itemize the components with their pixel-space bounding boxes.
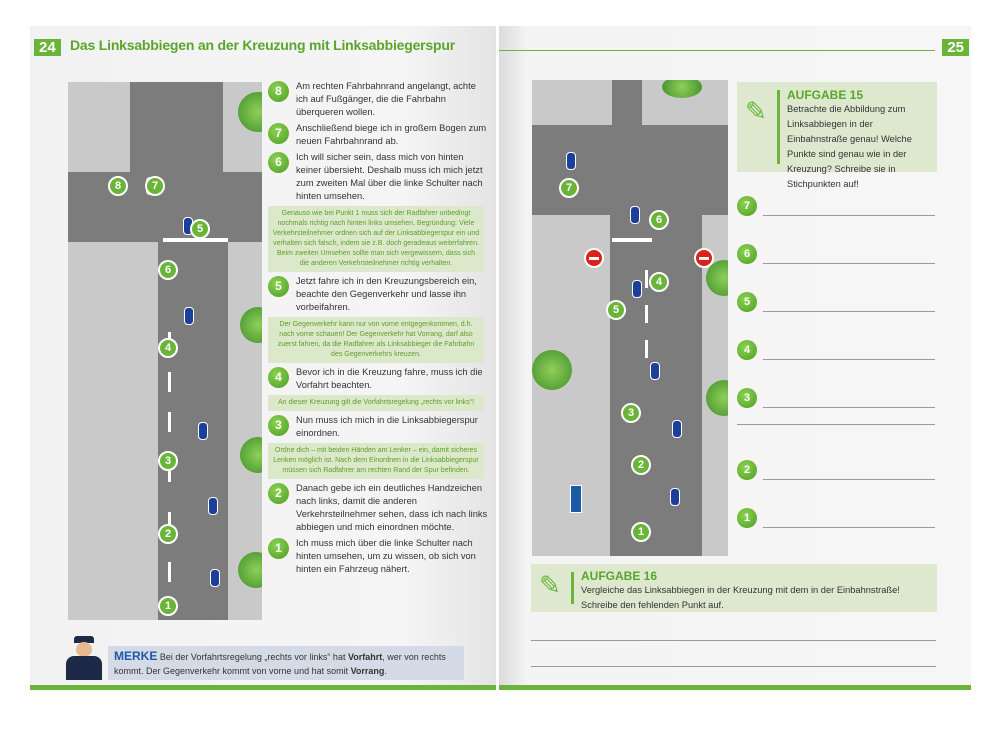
diagram-marker: 1 [158,596,178,616]
page-number: 25 [942,39,969,56]
answer-line[interactable] [531,666,936,667]
right-page: 25 7 6 4 5 3 2 1 ✎ AUFGABE 15 [499,26,971,690]
one-way-sign-icon [570,485,582,513]
sidewalk [68,82,130,172]
diagram-marker: 7 [145,176,165,196]
note-box: An dieser Kreuzung gilt die Vorfahrtsreg… [268,395,484,411]
note-box: Genauso wie bei Punkt 1 muss sich der Ra… [268,206,484,272]
answer-row[interactable]: 6 [737,244,935,264]
task-15-box: ✎ AUFGABE 15 Betrachte die Abbildung zum… [737,82,937,189]
left-page: 24 Das Linksabbiegen an der Kreuzung mit… [30,26,496,690]
answer-row[interactable]: 1 [737,508,935,528]
diagram-marker: 5 [606,300,626,320]
page-number: 24 [34,39,61,56]
diagram-marker: 6 [158,260,178,280]
note-box: Ordne dich – mit beiden Händen am Lenker… [268,443,484,479]
diagram-marker: 5 [190,219,210,239]
no-entry-sign-icon [694,248,714,268]
pencil-icon: ✎ [745,96,767,126]
diagram-marker: 3 [158,451,178,471]
diagram-marker: 2 [631,455,651,475]
answer-line[interactable] [531,640,936,641]
diagram-marker: 8 [108,176,128,196]
one-way-street-diagram: 7 6 4 5 3 2 1 [532,80,728,556]
diagram-marker: 6 [649,210,669,230]
page-bottom-bar [30,685,496,690]
sidewalk [68,242,158,620]
diagram-marker: 7 [559,178,579,198]
merke-box: MERKE Bei der Vorfahrtsregelung „rechts … [108,646,464,680]
note-box: Der Gegenverkehr kann nur von vorne entg… [268,317,484,363]
pencil-icon: ✎ [539,570,561,600]
intersection-diagram: 8 7 5 6 4 3 2 1 [68,82,262,620]
diagram-marker: 1 [631,522,651,542]
header-rule [499,50,935,51]
diagram-marker: 3 [621,403,641,423]
sidewalk [532,80,612,125]
answer-row[interactable]: 7 [737,196,935,216]
answer-row[interactable]: 2 [737,460,935,480]
answer-row[interactable]: 3 [737,388,935,425]
diagram-marker: 4 [158,338,178,358]
answer-row[interactable]: 4 [737,340,935,360]
page-title: Das Linksabbiegen an der Kreuzung mit Li… [70,37,455,53]
answer-row[interactable]: 5 [737,292,935,312]
diagram-marker: 2 [158,524,178,544]
task-16-box: ✎ AUFGABE 16 Vergleiche das Linksabbiege… [531,564,937,612]
police-officer-illustration [64,636,104,680]
page-bottom-bar [499,685,971,690]
no-entry-sign-icon [584,248,604,268]
diagram-marker: 4 [649,272,669,292]
